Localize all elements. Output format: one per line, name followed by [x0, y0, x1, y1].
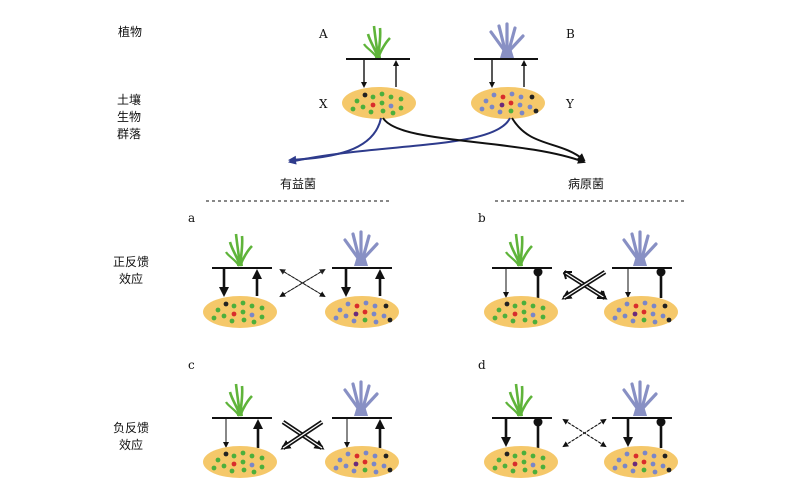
pathogen-curve-from-y — [511, 117, 586, 162]
top-plant-a — [362, 24, 392, 60]
panel-d-label: d — [478, 358, 486, 372]
pathogen-label: 病原菌 — [568, 177, 605, 191]
plant-a-label: A — [319, 27, 328, 41]
negative-feedback-label: 负反馈 效应 — [111, 420, 151, 454]
top-soil-y — [471, 87, 545, 119]
panel-a-label: a — [188, 211, 196, 225]
soil-community-line-1: 土壤 — [116, 93, 141, 107]
soil-community-label: 土壤 生物 群落 — [109, 92, 149, 143]
negative-feedback-line-1: 负反馈 — [112, 421, 149, 435]
soil-community-line-2: 生物 — [116, 110, 141, 124]
positive-feedback-line-1: 正反馈 — [112, 255, 149, 269]
negative-feedback-line-2: 效应 — [118, 438, 143, 452]
panel-b-label: b — [478, 211, 486, 225]
panel-d — [484, 380, 678, 478]
beneficial-label: 有益菌 — [280, 177, 317, 191]
pathogen-curve-from-x — [382, 117, 586, 164]
plant-b-label: B — [566, 27, 575, 41]
positive-feedback-label: 正反馈 效应 — [111, 254, 151, 288]
soil-y-label: Y — [566, 97, 574, 111]
beneficial-curve-from-y — [288, 117, 511, 165]
panel-a — [203, 230, 399, 328]
panel-c-label: c — [188, 358, 195, 372]
soil-community-line-3: 群落 — [116, 127, 141, 141]
positive-feedback-line-2: 效应 — [118, 272, 143, 286]
top-soil-x — [342, 87, 416, 119]
panel-b — [484, 230, 678, 328]
plant-label: 植物 — [118, 25, 143, 39]
soil-x-label: X — [319, 97, 328, 111]
top-plant-b — [489, 22, 525, 60]
panel-c — [203, 380, 399, 478]
